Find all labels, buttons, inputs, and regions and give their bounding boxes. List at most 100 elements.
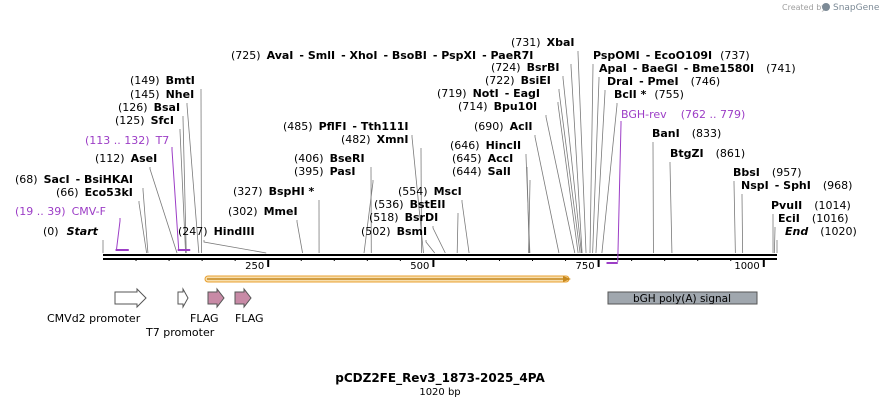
- flag-tag-2-arrow[interactable]: [234, 287, 252, 309]
- primer-bar[interactable]: [115, 249, 129, 251]
- site-label-bseri[interactable]: (406)BseRI: [294, 152, 365, 165]
- site-label-hincii[interactable]: (646)HincII: [450, 139, 521, 152]
- site-label-noti[interactable]: (719)NotI- EagI: [437, 87, 540, 100]
- bgh-polya-label: bGH poly(A) signal: [633, 293, 731, 305]
- ruler-minor-tick: [201, 258, 203, 261]
- ruler-minor-tick: [168, 258, 170, 261]
- ruler-minor-tick: [565, 258, 567, 261]
- site-label-sac-i[interactable]: (68)SacI- BsiHKAI: [15, 173, 133, 186]
- site-label-asei[interactable]: (112)AseI: [95, 152, 157, 165]
- site-label-bsai[interactable]: (126)BsaI: [118, 101, 180, 114]
- site-label-bcli[interactable]: BclI *(755): [614, 88, 684, 101]
- leader-line: [557, 102, 579, 254]
- primer-label-bgh-rev[interactable]: BGH-rev(762 .. 779): [621, 108, 745, 121]
- site-label-ecii[interactable]: EciI(1016): [778, 212, 848, 225]
- leader-lines: [102, 51, 778, 254]
- site-label-pflfi[interactable]: (485)PflFI- Tth111I: [283, 120, 408, 133]
- site-label-bsrbi[interactable]: (724)BsrBI: [491, 61, 559, 74]
- site-label-pasi[interactable]: (395)PasI: [294, 165, 355, 178]
- site-label-sali[interactable]: (644)SalI: [452, 165, 511, 178]
- flag-1-label: FLAG: [190, 312, 219, 325]
- map-title: pCDZ2FE_Rev3_1873-2025_4PA: [335, 371, 545, 386]
- leader-line: [577, 51, 587, 254]
- site-labels: (68)SacI- BsiHKAI (66)Eco53kI (149)BmtI …: [15, 36, 857, 238]
- site-label-xmni[interactable]: (482)XmnI: [341, 133, 408, 146]
- backbone-bottom-strand: [103, 258, 777, 260]
- leader-line: [296, 220, 303, 254]
- snapgene-credit: Created by SnapGene: [782, 3, 880, 13]
- leader-line: [773, 227, 776, 254]
- leader-line: [589, 64, 594, 254]
- ruler-minor-tick: [664, 258, 666, 261]
- site-label-bsphi[interactable]: (327)BspHI *: [233, 185, 315, 198]
- leader-line: [534, 135, 560, 254]
- orf-arrow[interactable]: [204, 275, 571, 283]
- primer-label-t7[interactable]: (113 .. 132)T7: [85, 134, 169, 147]
- site-label-hindiii[interactable]: (247)HindIII: [178, 225, 255, 238]
- ruler-minor-tick: [366, 258, 368, 261]
- site-label-eco53ki[interactable]: (66)Eco53kI: [56, 186, 133, 199]
- primer-bars: [115, 121, 622, 264]
- end-label: End(1020): [785, 225, 857, 238]
- leader-line: [669, 162, 673, 254]
- credit-prefix: Created by: [782, 3, 826, 12]
- site-label-bsteii[interactable]: (536)BstEII: [374, 198, 445, 211]
- site-label-nhei[interactable]: (145)NheI: [130, 88, 194, 101]
- ruler-minor-tick: [333, 258, 335, 261]
- ruler-minor-tick: [498, 258, 500, 261]
- site-label-avai-group[interactable]: (725)AvaI- SmlI- XhoI- BsoBI- PspXI- Pae…: [231, 49, 533, 62]
- leader-line: [432, 226, 446, 254]
- primer-label-cmv-f[interactable]: (19 .. 39)CMV-F: [15, 205, 106, 218]
- site-label-btgzi[interactable]: BtgZI(861): [670, 147, 745, 160]
- site-label-bsmi[interactable]: (502)BsmI: [361, 225, 427, 238]
- ruler-ticks: [135, 258, 765, 267]
- map-length: 1020 bp: [419, 387, 460, 398]
- ruler-tick-label: 500: [410, 261, 429, 272]
- ruler-tick-label: 250: [245, 261, 264, 272]
- site-label-bani[interactable]: BanI(833): [652, 127, 721, 140]
- flag-tag-1-arrow[interactable]: [207, 287, 225, 309]
- leader-line: [186, 103, 200, 254]
- primer-bar[interactable]: [177, 249, 191, 251]
- ruler-tick: [597, 258, 600, 267]
- t7-promoter-arrow[interactable]: [177, 287, 189, 309]
- bgh-polya-signal-box[interactable]: [607, 291, 758, 305]
- cmvd2-promoter-arrow[interactable]: [114, 287, 147, 309]
- leader-line: [601, 103, 618, 254]
- backbone-top-strand: [103, 254, 777, 256]
- site-label-bmti[interactable]: (149)BmtI: [130, 74, 195, 87]
- leader-line: [558, 89, 581, 254]
- site-label-bsrdi[interactable]: (518)BsrDI: [369, 211, 438, 224]
- site-label-msci[interactable]: (554)MscI: [398, 185, 462, 198]
- site-label-bpu10i[interactable]: (714)Bpu10I: [458, 100, 537, 113]
- ruler-minor-tick: [631, 258, 633, 261]
- site-label-acci[interactable]: (645)AccI: [452, 152, 513, 165]
- site-label-drai[interactable]: DraI- PmeI(746): [607, 75, 720, 88]
- site-label-acli[interactable]: (690)AclI: [474, 120, 533, 133]
- leader-line: [733, 181, 736, 254]
- leader-line: [203, 240, 267, 254]
- site-label-bsiei[interactable]: (722)BsiEI: [485, 74, 551, 87]
- ruler-minor-tick: [697, 258, 699, 261]
- site-label-pspomi[interactable]: PspOMI- EcoO109I(737): [593, 49, 750, 62]
- leader-line: [545, 115, 576, 254]
- ruler-minor-tick: [135, 258, 137, 261]
- leader-line: [142, 188, 149, 254]
- flag-2-label: FLAG: [235, 312, 264, 325]
- site-label-pvuii[interactable]: PvuII(1014): [771, 199, 851, 212]
- site-label-apai[interactable]: ApaI- BaeGI- Bme1580I(741): [599, 62, 796, 75]
- site-label-bbsi[interactable]: BbsI(957): [733, 166, 802, 179]
- site-label-sfci[interactable]: (125)SfcI: [115, 114, 174, 127]
- ruler-minor-tick: [532, 258, 534, 261]
- ruler-tick: [432, 258, 435, 267]
- site-label-xbai[interactable]: (731)XbaI: [511, 36, 574, 49]
- leader-line: [425, 240, 436, 254]
- primer-leader-line: [617, 121, 622, 263]
- features-row: CMVd2 promoter T7 promoter FLAG FLAG bGH…: [47, 287, 758, 339]
- ruler-tick: [267, 258, 270, 267]
- site-label-mmei[interactable]: (302)MmeI: [228, 205, 298, 218]
- ruler-minor-tick: [730, 258, 732, 261]
- primer-bar[interactable]: [606, 262, 618, 264]
- site-label-nspi[interactable]: NspI- SphI(968): [741, 179, 852, 192]
